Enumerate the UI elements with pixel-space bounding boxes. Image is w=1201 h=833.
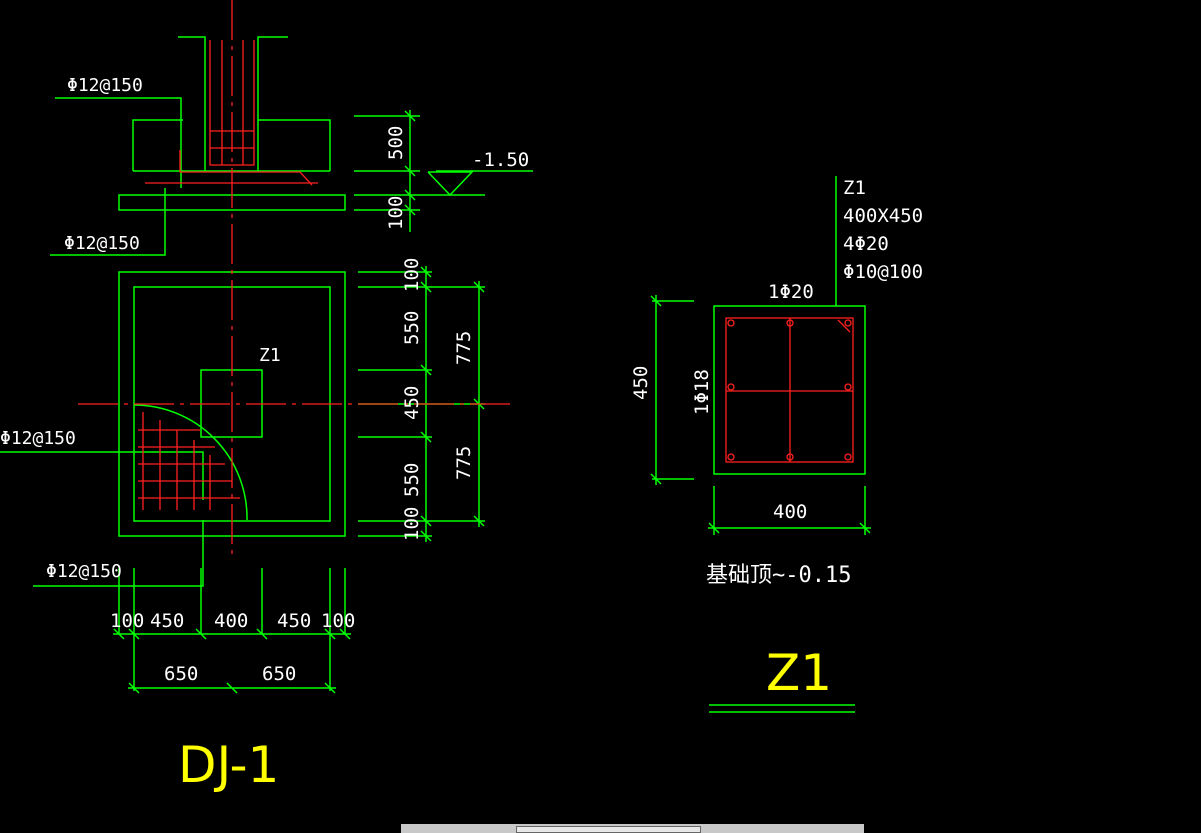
column-label: Z1 bbox=[259, 345, 281, 366]
z1-info-name: Z1 bbox=[843, 177, 866, 199]
dim-bottom-outer-1: 650 bbox=[262, 663, 296, 685]
dim-right-0: 100 bbox=[401, 258, 423, 292]
dim-pedestal: 500 bbox=[385, 126, 407, 160]
z1-info-stirrup: Φ10@100 bbox=[843, 261, 923, 283]
pedestal-right bbox=[258, 119, 331, 171]
z1-width-dim: 400 bbox=[773, 501, 807, 523]
elevation-triangle bbox=[427, 171, 474, 197]
rebar-label-top-left: Φ12@150 bbox=[67, 75, 143, 96]
z1-info-size: 400X450 bbox=[843, 205, 923, 227]
rebar-label-plan-bottom: Φ12@150 bbox=[46, 561, 122, 582]
column-right-edge bbox=[257, 36, 288, 171]
z1-section bbox=[652, 176, 871, 713]
dim-bottom-4: 100 bbox=[321, 610, 355, 632]
leader-plan-left bbox=[0, 451, 204, 500]
leader-section-bottom bbox=[50, 188, 166, 256]
z1-side-bar: 1Φ18 bbox=[691, 369, 713, 415]
dim-bottom-3: 450 bbox=[277, 610, 311, 632]
dim-right-3: 550 bbox=[401, 463, 423, 497]
plan-rebar-grid bbox=[138, 412, 240, 510]
horizontal-scrollbar[interactable] bbox=[401, 824, 864, 833]
leader-top-left bbox=[55, 97, 182, 188]
dim-base: 100 bbox=[385, 196, 407, 230]
z1-note: 基础顶~-0.15 bbox=[706, 563, 851, 588]
pedestal-left bbox=[132, 119, 183, 171]
dim-bottom-1: 450 bbox=[150, 610, 184, 632]
dim-right-outer-1: 775 bbox=[453, 446, 475, 480]
dim-right-2: 450 bbox=[401, 386, 423, 420]
elevation-mark: -1.50 bbox=[472, 149, 529, 171]
dim-bottom-0: 100 bbox=[110, 610, 144, 632]
dj1-title: DJ-1 bbox=[178, 736, 279, 794]
z1-info-main-bars: 4Φ20 bbox=[843, 233, 889, 255]
leader-plan-bottom bbox=[33, 520, 204, 587]
dim-bottom-outer-0: 650 bbox=[164, 663, 198, 685]
rebar-label-section-bottom: Φ12@150 bbox=[64, 233, 140, 254]
z1-height-dim: 450 bbox=[630, 366, 652, 400]
column-left-edge bbox=[178, 36, 206, 171]
z1-outline bbox=[713, 305, 866, 475]
dj1-section bbox=[50, 36, 533, 256]
dim-right-4: 100 bbox=[401, 507, 423, 541]
dim-right-1: 550 bbox=[401, 311, 423, 345]
scrollbar-thumb[interactable] bbox=[516, 826, 701, 833]
z1-title: Z1 bbox=[766, 644, 832, 702]
z1-top-bar: 1Φ20 bbox=[768, 281, 814, 303]
rebar-label-plan-left: Φ12@150 bbox=[0, 428, 76, 449]
dim-right-outer-0: 775 bbox=[453, 331, 475, 365]
dim-bottom-2: 400 bbox=[214, 610, 248, 632]
rebar-arc bbox=[133, 404, 248, 521]
